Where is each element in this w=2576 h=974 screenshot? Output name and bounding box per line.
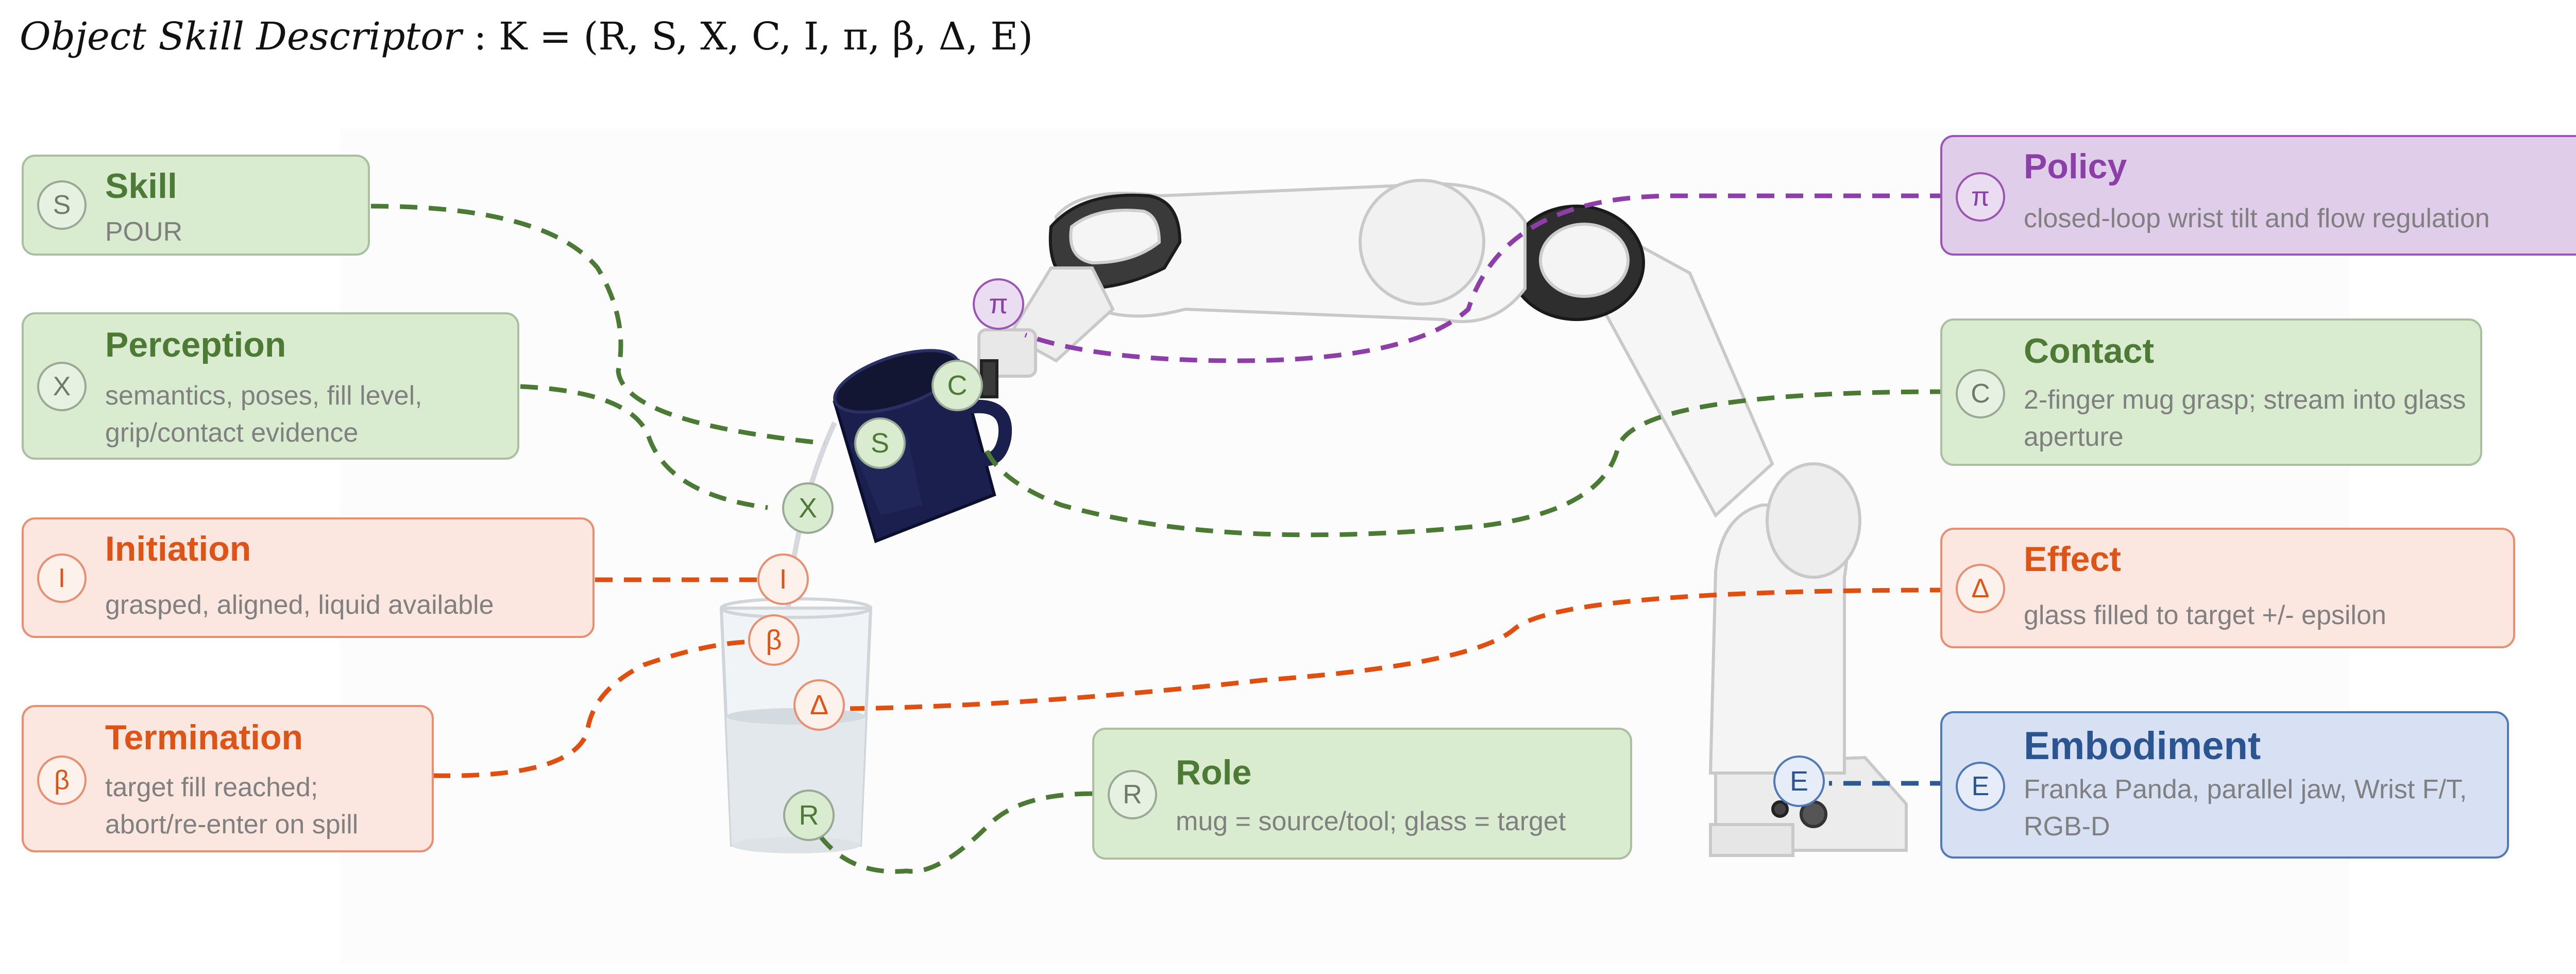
perception-heading: Perception	[105, 325, 286, 364]
tag-effect: Δ	[793, 679, 845, 731]
contact-box: C Contact 2-finger mug grasp; stream int…	[1940, 318, 2482, 466]
connector-termination	[432, 639, 758, 778]
termination-box: β Termination target fill reached; abort…	[22, 705, 434, 852]
perception-icon: X	[37, 362, 87, 411]
embodiment-text: Franka Panda, parallel jaw, Wrist F/T, R…	[2024, 775, 2467, 842]
page-title: Object Skill Descriptor : K = (R, S, X, …	[20, 14, 1033, 59]
title-prefix: Object Skill Descriptor	[20, 14, 462, 59]
skill-text: POUR	[105, 217, 183, 247]
connector-role	[817, 791, 1093, 874]
policy-text: closed-loop wrist tilt and flow regulati…	[2024, 204, 2490, 233]
policy-box: π Policy closed-loop wrist tilt and flow…	[1940, 135, 2576, 256]
perception-text: semantics, poses, fill level, grip/conta…	[105, 381, 422, 448]
role-text: mug = source/tool; glass = target	[1176, 807, 1566, 836]
contact-heading: Contact	[2024, 331, 2155, 371]
tag-termination: β	[748, 614, 800, 666]
robot-base-foot	[1709, 823, 1794, 857]
termination-icon: β	[37, 755, 87, 805]
tag-role: R	[783, 790, 835, 841]
contact-icon: C	[1956, 369, 2005, 418]
robot-arm-illustration	[977, 179, 1908, 857]
connector-policy	[1024, 193, 1947, 363]
policy-icon: π	[1956, 172, 2005, 222]
role-icon: R	[1108, 770, 1157, 819]
robot-upper-joint	[1359, 179, 1485, 306]
skill-heading: Skill	[105, 166, 177, 206]
role-box: R Role mug = source/tool; glass = target	[1092, 728, 1632, 860]
tag-contact: C	[931, 360, 983, 411]
tag-initiation: I	[757, 553, 809, 605]
connector-contact	[981, 389, 1948, 538]
policy-heading: Policy	[2024, 147, 2127, 186]
effect-heading: Effect	[2024, 540, 2121, 579]
title-formula: : K = (R, S, X, C, I, π, β, Δ, E)	[462, 14, 1033, 59]
perception-box: X Perception semantics, poses, fill leve…	[22, 312, 519, 460]
initiation-icon: I	[37, 553, 87, 603]
effect-box: Δ Effect glass filled to target +/- epsi…	[1940, 528, 2515, 648]
initiation-text: grasped, aligned, liquid available	[105, 590, 494, 620]
embodiment-icon: E	[1956, 762, 2005, 811]
connector-lines	[370, 193, 1948, 874]
tag-policy: π	[973, 278, 1024, 330]
embodiment-box: E Embodiment Franka Panda, parallel jaw,…	[1940, 711, 2509, 859]
termination-heading: Termination	[105, 718, 303, 757]
robot-shoulder-cap	[1539, 223, 1630, 298]
connector-effect	[850, 587, 1948, 711]
termination-text: target fill reached; abort/re-enter on s…	[105, 773, 359, 839]
effect-icon: Δ	[1956, 564, 2005, 613]
effect-text: glass filled to target +/- epsilon	[2024, 600, 2386, 630]
tag-perception: X	[782, 482, 834, 534]
robot-wrist-face	[1069, 209, 1161, 265]
embodiment-heading: Embodiment	[2024, 724, 2261, 768]
skill-icon: S	[37, 180, 87, 230]
connector-skill	[370, 204, 825, 446]
tag-embodiment: E	[1773, 755, 1825, 807]
robot-base-port	[1771, 800, 1789, 818]
initiation-box: I Initiation grasped, aligned, liquid av…	[22, 517, 595, 638]
contact-text: 2-finger mug grasp; stream into glass ap…	[2024, 385, 2466, 452]
initiation-heading: Initiation	[105, 529, 251, 568]
robot-elbow-joint	[1766, 462, 1861, 579]
role-heading: Role	[1176, 753, 1252, 792]
skill-box: S Skill POUR	[22, 155, 370, 256]
connector-perception	[520, 384, 768, 510]
robot-gripper-finger	[980, 359, 998, 398]
glass-bottom	[732, 837, 860, 853]
tag-skill: S	[854, 417, 906, 469]
